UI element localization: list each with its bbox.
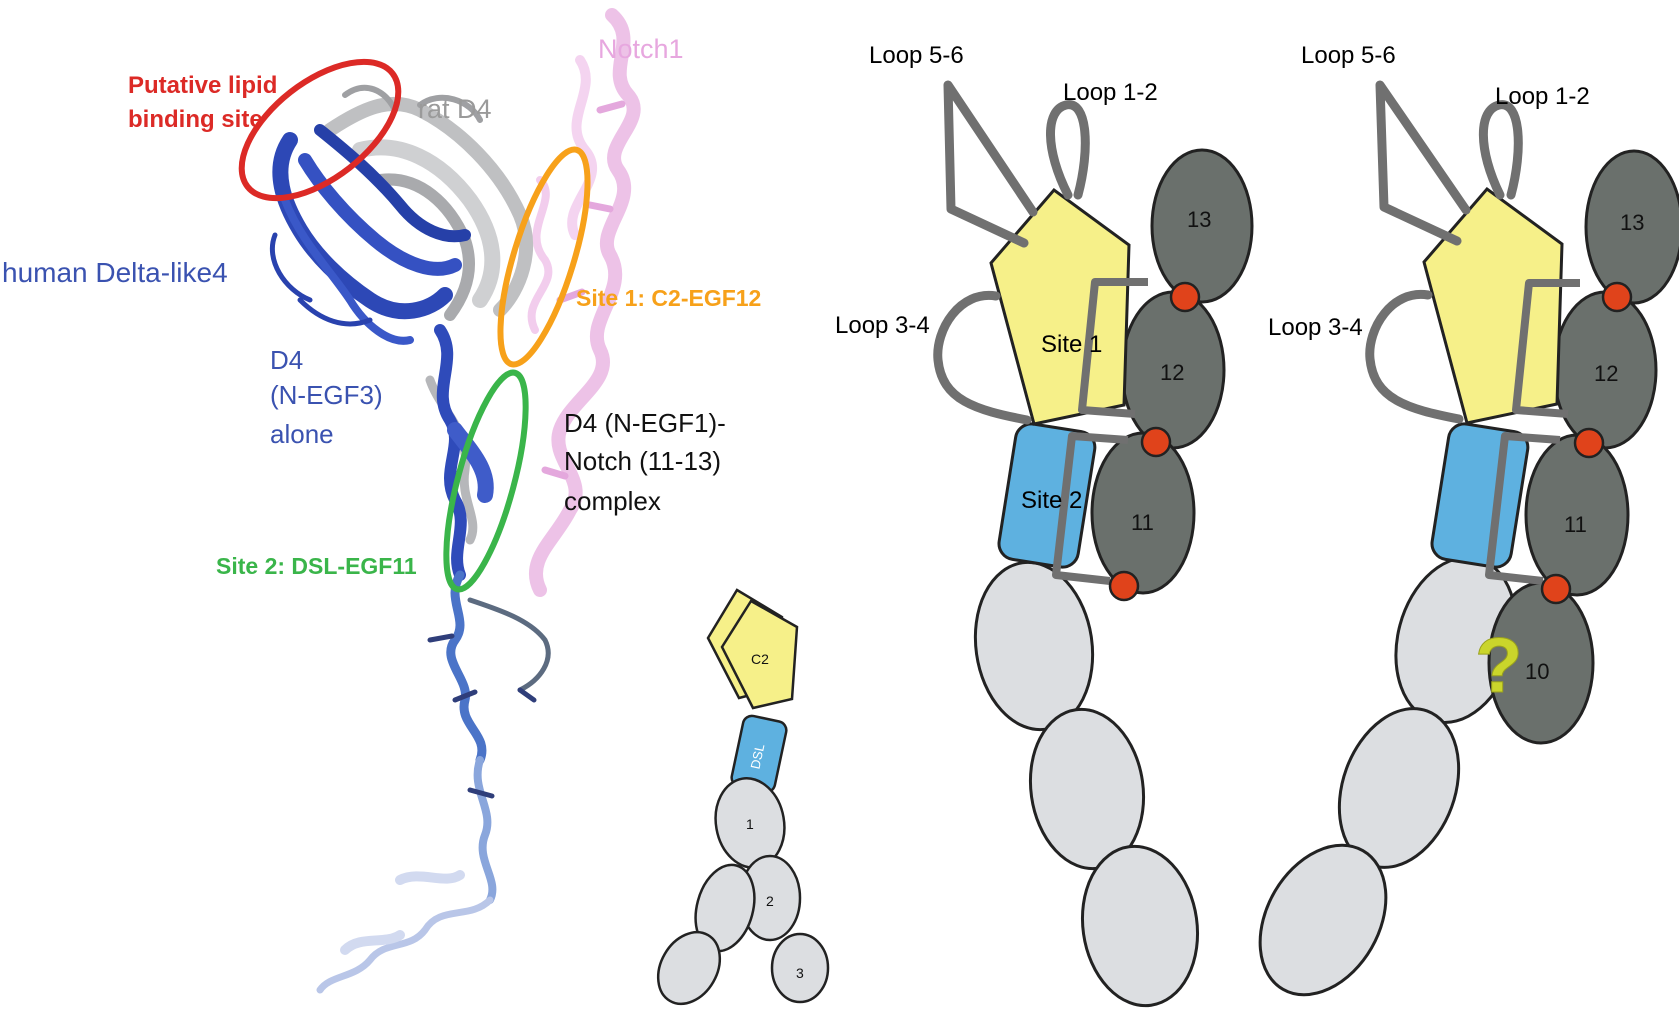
complex-loop56-label: Loop 5-6 [869,42,964,69]
ext-loop12-label: Loop 1-2 [1495,83,1590,110]
small-egf2-label: 2 [766,893,774,909]
site1-bracket [1078,278,1148,418]
ext-loop56-label: Loop 5-6 [1301,42,1396,69]
label-complex-line2: Notch (11-13) [564,446,721,476]
calcium-site-2 [1140,426,1172,458]
small-egf1-label: 1 [746,816,754,832]
egf3-left-domain [656,930,722,1006]
label-d4-alone-line3: alone [270,419,334,449]
ext-loop34-path [1365,289,1464,424]
label-putative-lipid-line2: binding site [128,106,263,133]
label-site2: Site 2: DSL-EGF11 [216,553,417,579]
complex-egf12-label: 12 [1160,360,1184,385]
human-dll4-ribbon [269,124,494,581]
ext-loop56-path [1375,80,1471,246]
label-putative-lipid-line1: Putative lipid [128,72,277,99]
ext-calcium-site-2 [1573,427,1605,459]
complex-loop34-label: Loop 3-4 [835,312,930,339]
loop56-path [943,80,1038,248]
complex-schematic: Loop 5-6 Loop 1-2 Loop 3-4 Site 1 Site 2… [835,42,1254,1008]
ext-ligand-egf-c [1258,843,1388,997]
calcium-site-1 [1169,281,1201,313]
ext-egf10-label: 10 [1525,659,1549,684]
complex-c2-domain [989,187,1131,426]
small-egf3-label: 3 [796,965,804,981]
calcium-site-3 [1108,570,1140,602]
loop34-path [933,290,1032,425]
loop12-path [1046,100,1090,200]
label-d4-alone-line2: (N-EGF3) [270,380,383,410]
complex-loop12-label: Loop 1-2 [1063,79,1158,106]
complex-egf11-label: 11 [1131,510,1154,535]
label-site1: Site 1: C2-EGF12 [576,285,761,311]
complex-egf13-label: 13 [1187,207,1211,232]
label-human-dll4: human Delta-like4 [2,257,228,288]
small-dsl-label: DSL [747,743,767,771]
extended-schematic: ? Loop 5-6 Loop 1-2 Loop 3-4 13 12 11 10 [1258,42,1679,997]
ext-egf13-label: 13 [1620,210,1644,235]
complex-site2-label: Site 2 [1021,487,1082,514]
label-complex-line1: D4 (N-EGF1)- [564,408,726,438]
egf3-domain [770,932,830,1004]
ext-egf12-label: 12 [1594,361,1618,386]
ext-c2-domain [1422,186,1564,425]
ext-question-mark: ? [1475,621,1523,709]
ext-site2-bracket [1485,432,1561,585]
notch1-ribbon [527,8,641,597]
notch-egf13 [1150,148,1254,304]
protein-structure-rendering: Notch1 Putative lipid binding site rat D… [2,8,761,994]
small-c2-label: C2 [751,651,769,667]
ext-notch-egf13 [1584,149,1679,305]
c2-domain-front [720,599,799,710]
lipid-binding-ellipse [238,58,402,202]
egf-stalk-ribbon [316,570,551,994]
site2-ellipse [443,369,529,593]
ext-calcium-site-3 [1540,573,1572,605]
label-rat-d4: rat D4 [418,94,492,124]
ext-loop12-path [1478,100,1523,200]
label-notch1: Notch1 [598,34,684,64]
complex-site1-label: Site 1 [1041,331,1102,358]
ext-dsl-domain [1430,422,1530,569]
ext-calcium-site-1 [1601,281,1633,313]
label-complex-line3: complex [564,486,661,516]
ext-loop34-label: Loop 3-4 [1268,314,1363,341]
ext-egf11-label: 11 [1564,512,1587,537]
notch-egf11 [1090,431,1196,595]
site2-bracket [1052,432,1129,585]
label-d4-alone-line1: D4 [270,345,303,375]
small-domain-schematic [656,588,830,1006]
ligand-egf-c [1080,844,1200,1008]
rat-d4-ribbon [323,84,534,545]
site1-ellipse [497,146,591,368]
ext-site1-bracket [1512,279,1580,418]
